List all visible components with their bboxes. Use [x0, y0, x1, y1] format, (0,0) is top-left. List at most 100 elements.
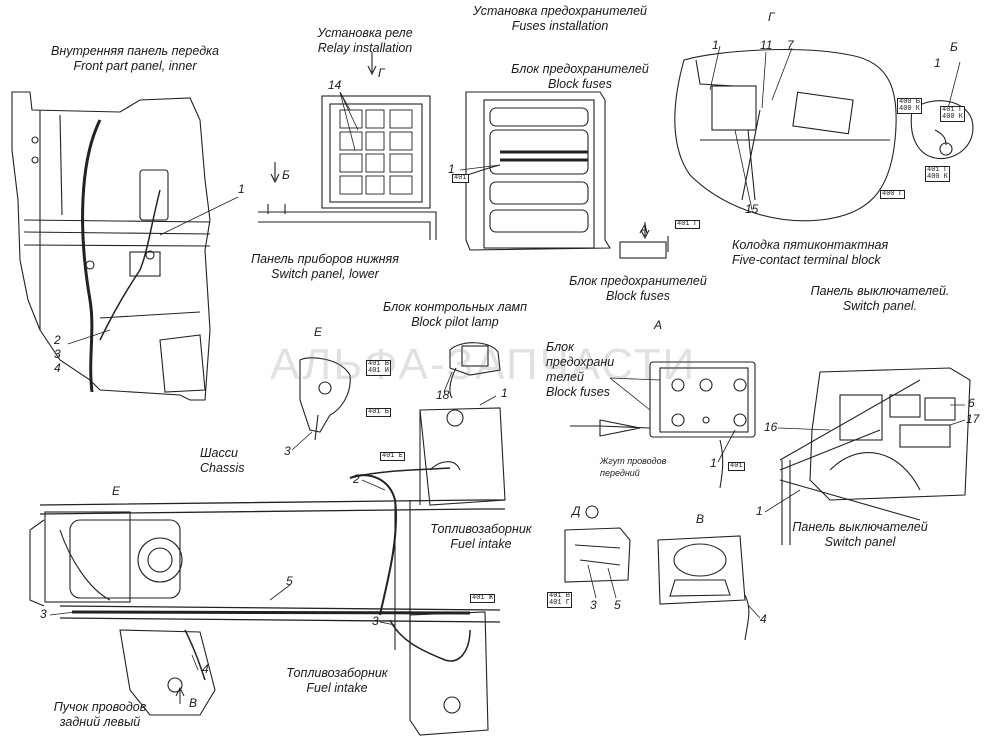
switch-panel-top-en: Switch panel. — [842, 299, 918, 313]
block-fuses-top-label: Блок предохранителей Block fuses — [500, 62, 660, 92]
fuel-intake-2-en: Fuel intake — [306, 681, 368, 695]
fuel-intake-2-ru: Топливозаборник — [286, 666, 388, 680]
front-panel-title-en: Front part panel, inner — [73, 59, 197, 73]
rear-bundle-line1: Пучок проводов — [53, 700, 147, 714]
switch-panel-top-label: Панель выключателей. Switch panel. — [800, 284, 960, 314]
block-fuses-a-label: Блок предохрани телей Block fuses — [546, 340, 614, 400]
terminal-block-label: Колодка пятиконтактная Five-contact term… — [732, 238, 888, 268]
switch-panel-drawing — [779, 367, 971, 545]
front-panel-drawing — [11, 91, 211, 401]
view-letter-b-top: Б — [950, 40, 958, 54]
callout-d-3: 3 — [590, 598, 597, 612]
block-fuses-top-ru: Блок предохранителей — [511, 62, 649, 76]
callout-ch-4: 4 — [202, 662, 209, 676]
callout-fp-4: 4 — [54, 361, 61, 375]
switch-panel-bottom-label: Панель выключателей Switch panel — [785, 520, 935, 550]
fuel-intake-1-en: Fuel intake — [450, 537, 512, 551]
callout-g-11: 11 — [760, 38, 773, 52]
wire-tag: 401 Б — [366, 408, 392, 417]
chassis-drawing — [29, 407, 506, 736]
view-letter-a-detail: A — [640, 222, 649, 236]
pilot-lamp-ru: Блок контрольных ламп — [382, 300, 528, 314]
relay-title-en: Relay installation — [317, 41, 413, 55]
wire-tag: 401 Г — [675, 220, 701, 229]
pilot-lamp-label: Блок контрольных ламп Block pilot lamp — [370, 300, 540, 330]
block-fuses-a-line4: Block fuses — [546, 385, 610, 399]
view-letter-d-detail: Д — [572, 504, 581, 518]
wire-tag: 401 В 401 Г — [547, 592, 573, 608]
callout-v-4: 4 — [760, 612, 767, 626]
terminal-block-ru: Колодка пятиконтактная — [732, 238, 889, 252]
callout-g-15: 15 — [745, 202, 759, 216]
front-panel-title: Внутренняя панель передка Front part pan… — [40, 44, 230, 74]
block-fuses-bottom-label: Блок предохранителей Block fuses — [558, 274, 718, 304]
fuses-title: Установка предохранителей Fuses installa… — [470, 4, 650, 34]
view-letter-a-top: A — [654, 318, 663, 332]
relay-title-ru: Установка реле — [317, 26, 413, 40]
wire-tag: 401 Г 400 К — [940, 106, 966, 122]
block-fuses-a-line2: предохрани — [546, 355, 615, 369]
callout-g-7: 7 — [787, 38, 794, 52]
view-letter-e-chassis: E — [112, 484, 121, 498]
rear-bundle-label: Пучок проводов задний левый — [40, 700, 160, 730]
fuel-intake-2-label: Топливозаборник Fuel intake — [282, 666, 392, 696]
harness-note-line2: передний — [600, 468, 640, 478]
wire-tag: 400 Б 400 К — [897, 98, 923, 114]
watermark: АЛЬФА-ЗАПЧАСТИ — [270, 340, 697, 389]
callout-fp-2: 2 — [54, 333, 61, 347]
callout-ch-5: 5 — [286, 574, 293, 588]
chassis-ru: Шасси — [200, 446, 238, 460]
callout-sp-17: 17 — [966, 412, 980, 426]
chassis-en: Chassis — [200, 461, 245, 475]
wire-tag: 401 Е — [380, 452, 406, 461]
switch-panel-top-ru: Панель выключателей. — [810, 284, 950, 298]
detail-d-drawing — [564, 505, 631, 583]
callout-lamp-1: 1 — [501, 386, 508, 400]
fuses-title-en: Fuses installation — [511, 19, 609, 33]
callout-fp-1: 1 — [238, 182, 245, 196]
switch-panel-bottom-en: Switch panel — [824, 535, 896, 549]
switch-lower-en: Switch panel, lower — [271, 267, 379, 281]
callout-fp-3: 3 — [54, 347, 61, 361]
view-letter-e-detail: E — [314, 325, 323, 339]
fuel-intake-1-ru: Топливозаборник — [430, 522, 532, 536]
fuses-title-ru: Установка предохранителей — [473, 4, 647, 18]
wire-tag: 401 — [728, 462, 745, 471]
wire-tag: 401 Ж — [470, 594, 496, 603]
relay-title: Установка реле Relay installation — [300, 26, 430, 56]
front-panel-title-ru: Внутренняя панель передка — [51, 44, 219, 58]
callout-g-1: 1 — [712, 38, 719, 52]
relay-drawing — [258, 52, 437, 240]
callout-ch-2: 2 — [353, 472, 360, 486]
block-fuses-a-line1: Блок — [546, 340, 575, 354]
view-letter-b-relay: Б — [282, 168, 290, 182]
chassis-label: Шасси Chassis — [200, 446, 244, 476]
wire-tag: 401 Г 400 К — [925, 166, 951, 182]
block-fuses-bottom-en: Block fuses — [606, 289, 670, 303]
fuel-intake-1-label: Топливозаборник Fuel intake — [426, 522, 536, 552]
block-fuses-top-en: Block fuses — [548, 77, 612, 91]
view-letter-v-detail: В — [696, 512, 705, 526]
callout-b-1: 1 — [934, 56, 941, 70]
block-fuses-bottom-ru: Блок предохранителей — [569, 274, 707, 288]
callout-sp-16: 16 — [764, 420, 778, 434]
pilot-lamp-drawing — [299, 342, 501, 441]
pilot-lamp-en: Block pilot lamp — [411, 315, 499, 329]
harness-note: Жгут проводов передний — [600, 455, 666, 479]
callout-fuse-1: 1 — [448, 162, 455, 176]
detail-a-drawing — [570, 361, 756, 489]
fuses-drawing — [455, 91, 669, 259]
view-letter-g-top: Г — [768, 10, 775, 24]
wire-tag: 401 — [452, 174, 469, 183]
callout-lamp-18: 18 — [436, 388, 450, 402]
view-letter-g-relay: Г — [378, 66, 385, 80]
switch-lower-ru: Панель приборов нижняя — [251, 252, 399, 266]
view-letter-v-chassis: В — [189, 696, 198, 710]
switch-panel-bottom-ru: Панель выключателей — [792, 520, 928, 534]
wire-tag: 400 Г — [880, 190, 906, 199]
terminal-block-en: Five-contact terminal block — [732, 253, 881, 267]
callout-d-5: 5 — [614, 598, 621, 612]
detail-v-drawing — [657, 535, 750, 641]
